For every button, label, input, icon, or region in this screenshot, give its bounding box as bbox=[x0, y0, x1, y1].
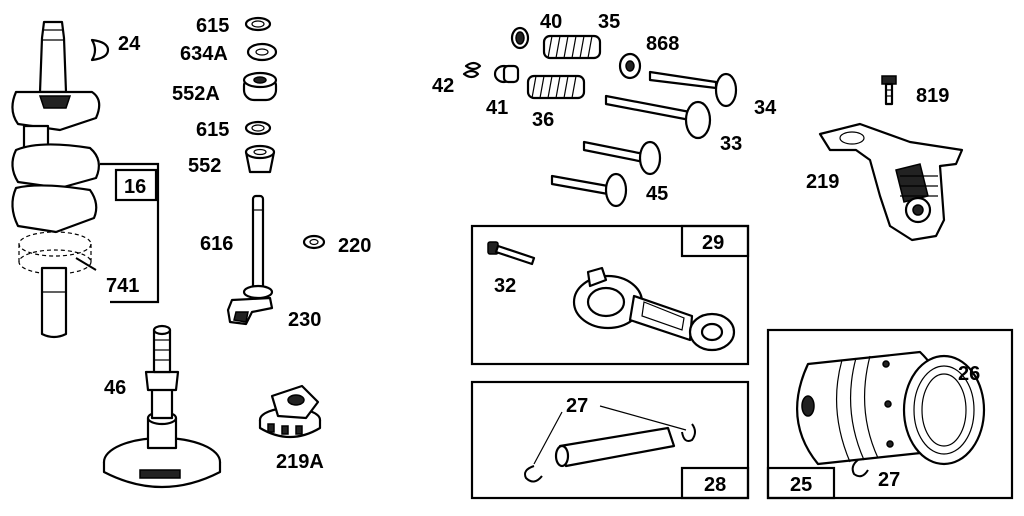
leader-line-27-right bbox=[599, 405, 687, 431]
governor-shaft-part bbox=[242, 194, 274, 300]
camshaft-part bbox=[102, 324, 222, 489]
label-35: 35 bbox=[598, 11, 620, 33]
label-27-pin: 27 bbox=[566, 395, 588, 417]
label-28: 28 bbox=[704, 474, 726, 496]
label-220: 220 bbox=[338, 235, 371, 257]
label-741: 741 bbox=[106, 275, 139, 297]
callout-box-25 bbox=[766, 328, 1014, 500]
label-868: 868 bbox=[646, 33, 679, 55]
key-part bbox=[90, 38, 110, 62]
retaining-clip-right-part bbox=[681, 423, 696, 442]
label-41: 41 bbox=[486, 97, 508, 119]
label-42: 42 bbox=[432, 75, 454, 97]
label-29: 29 bbox=[702, 232, 724, 254]
callout-box-29 bbox=[470, 224, 750, 366]
label-34: 34 bbox=[754, 97, 777, 119]
bushing-552-part bbox=[244, 144, 276, 174]
label-230: 230 bbox=[288, 309, 321, 331]
bearing-552a-part bbox=[242, 71, 278, 102]
valve-45a-part bbox=[582, 140, 662, 176]
label-46: 46 bbox=[104, 377, 126, 399]
valve-spring-35-part bbox=[542, 34, 602, 60]
piston-part bbox=[796, 350, 986, 466]
label-40: 40 bbox=[540, 11, 562, 33]
connecting-rod-part bbox=[572, 266, 736, 352]
callout-tag-16 bbox=[114, 168, 158, 202]
callout-tag-29 bbox=[680, 224, 750, 258]
label-552: 552 bbox=[188, 155, 221, 177]
governor-lever-part bbox=[226, 296, 274, 326]
governor-gear-part bbox=[258, 384, 322, 438]
valve-spring-36-part bbox=[526, 74, 586, 100]
valve-34-part bbox=[648, 70, 738, 108]
label-33: 33 bbox=[720, 133, 742, 155]
label-634a: 634A bbox=[180, 43, 228, 65]
callout-box-28 bbox=[470, 380, 750, 500]
washer-220-part bbox=[302, 234, 326, 250]
piston-pin-part bbox=[554, 426, 676, 468]
valve-45b-part bbox=[550, 172, 628, 208]
seal-634a-part bbox=[246, 42, 278, 62]
label-25: 25 bbox=[790, 474, 812, 496]
label-24: 24 bbox=[118, 33, 141, 55]
seal-615b-part bbox=[244, 120, 272, 136]
valve-33-part bbox=[604, 94, 712, 140]
label-32: 32 bbox=[494, 275, 516, 297]
label-615-top: 615 bbox=[196, 15, 229, 37]
label-45: 45 bbox=[646, 183, 668, 205]
valve-lock-42-part bbox=[462, 61, 482, 79]
callout-tag-25 bbox=[766, 466, 836, 500]
governor-bracket-219-part bbox=[818, 122, 964, 242]
valve-retainer-41-part bbox=[493, 64, 520, 84]
label-36: 36 bbox=[532, 109, 554, 131]
label-819: 819 bbox=[916, 85, 949, 107]
retaining-clip-left-part bbox=[524, 465, 543, 483]
label-27-piston: 27 bbox=[878, 469, 900, 491]
rod-bolt-32-part bbox=[487, 241, 536, 266]
retaining-clip-piston-part bbox=[851, 459, 869, 478]
bolt-819-part bbox=[881, 75, 897, 106]
leader-line-741 bbox=[75, 257, 97, 271]
leader-line-27-left bbox=[533, 411, 563, 465]
label-616: 616 bbox=[200, 233, 233, 255]
label-552a: 552A bbox=[172, 83, 220, 105]
label-16: 16 bbox=[124, 176, 146, 198]
label-219a: 219A bbox=[276, 451, 324, 473]
label-615-lower: 615 bbox=[196, 119, 229, 141]
seal-615-part bbox=[244, 16, 272, 32]
valve-retainer-40-part bbox=[510, 26, 530, 50]
callout-tag-28 bbox=[680, 466, 750, 500]
valve-seal-868-part bbox=[618, 52, 642, 80]
callout-box-16 bbox=[100, 162, 160, 304]
label-26: 26 bbox=[958, 363, 980, 385]
label-219: 219 bbox=[806, 171, 839, 193]
crankshaft-part bbox=[11, 20, 101, 339]
